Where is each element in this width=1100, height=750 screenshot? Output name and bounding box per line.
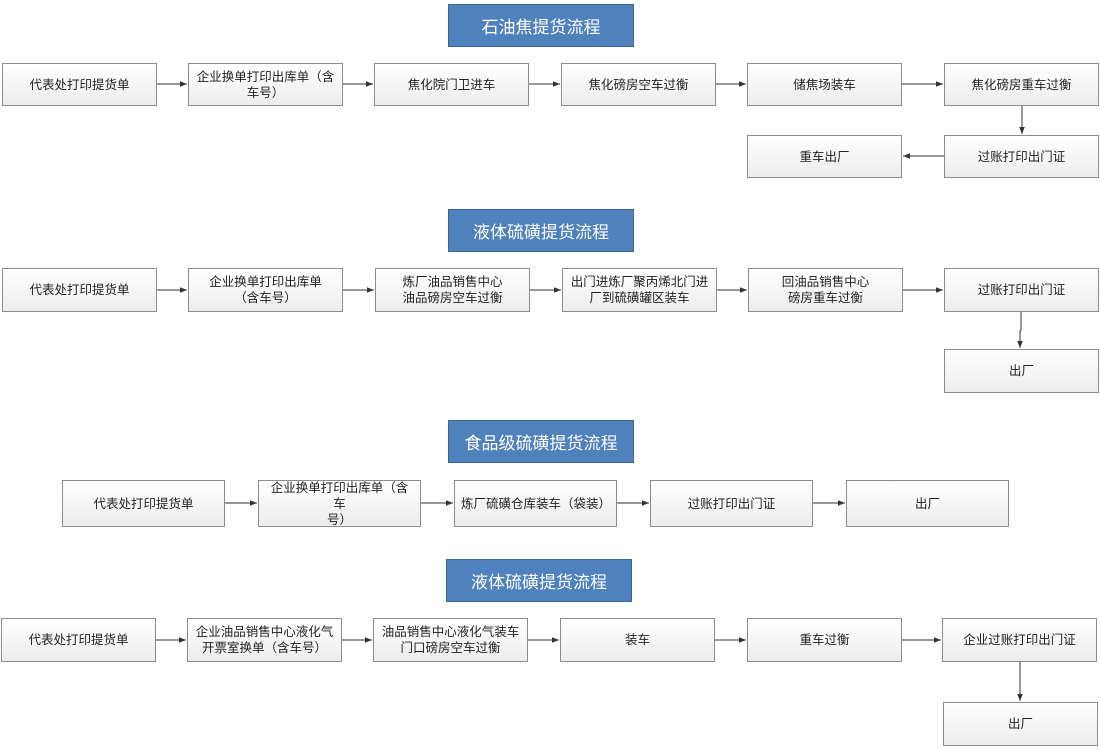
flow-2-step-2: 企业换单打印出库单 （含车号） xyxy=(188,268,343,312)
flow-2-arrow-6 xyxy=(1017,312,1023,348)
flow-2-step-7: 出厂 xyxy=(944,349,1099,393)
flow-1-step-6-label: 焦化磅房重车过衡 xyxy=(971,76,1072,92)
flow-2-step-1: 代表处打印提货单 xyxy=(2,268,157,312)
flow-4-step-1: 代表处打印提货单 xyxy=(1,618,156,662)
flow-4-step-4-label: 装车 xyxy=(624,632,650,647)
flow-2-step-7-label: 出厂 xyxy=(1008,363,1034,378)
flow-4-step-2-label: 企业油品销售中心液化气 开票室换单（含车号） xyxy=(195,624,334,655)
flow-1-step-7: 过账打印出门证 xyxy=(944,135,1099,178)
flow-3-step-5: 出厂 xyxy=(846,480,1009,527)
flow-3-step-5-label: 出厂 xyxy=(914,495,940,511)
flow-4-step-1-label: 代表处打印提货单 xyxy=(28,632,129,647)
flow-1-step-2-label: 企业换单打印出库单（含 车号） xyxy=(196,68,335,100)
flow-1-title: 石油焦提货流程 xyxy=(448,4,634,47)
flow-1-step-8: 重车出厂 xyxy=(747,135,902,178)
flow-1-step-2: 企业换单打印出库单（含 车号） xyxy=(188,63,343,106)
flow-3-step-4: 过账打印出门证 xyxy=(650,480,813,527)
flow-2-step-3: 炼厂油品销售中心 油品磅房空车过衡 xyxy=(375,268,530,312)
flow-2-title: 液体硫磺提货流程 xyxy=(448,209,634,252)
flow-2-step-5-label: 回油品销售中心 磅房重车过衡 xyxy=(781,274,870,305)
flow-3-step-1-label: 代表处打印提货单 xyxy=(93,495,194,511)
flow-4-step-6: 企业过账打印出门证 xyxy=(942,618,1097,662)
flow-4-step-5: 重车过衡 xyxy=(747,618,902,662)
flow-4-title: 液体硫磺提货流程 xyxy=(446,559,632,602)
flow-4-step-7: 出厂 xyxy=(943,702,1098,746)
flow-4-step-6-label: 企业过账打印出门证 xyxy=(963,632,1076,647)
flow-1-step-3: 焦化院门卫进车 xyxy=(374,63,529,106)
flow-3-step-4-label: 过账打印出门证 xyxy=(687,495,776,511)
flow-2-step-3-label: 炼厂油品销售中心 油品磅房空车过衡 xyxy=(402,274,503,305)
flow-2-step-5: 回油品销售中心 磅房重车过衡 xyxy=(748,268,903,312)
flow-1-step-7-label: 过账打印出门证 xyxy=(977,148,1066,164)
flow-1-step-3-label: 焦化院门卫进车 xyxy=(407,76,496,92)
flow-4-step-2: 企业油品销售中心液化气 开票室换单（含车号） xyxy=(187,618,342,662)
flow-1-step-1-label: 代表处打印提货单 xyxy=(29,76,130,92)
flow-4-step-3-label: 油品销售中心液化气装车 门口磅房空车过衡 xyxy=(381,624,520,655)
flow-3-step-1: 代表处打印提货单 xyxy=(62,480,225,527)
flow-4-step-3: 油品销售中心液化气装车 门口磅房空车过衡 xyxy=(373,618,528,662)
flow-4-step-5-label: 重车过衡 xyxy=(799,632,850,647)
flow-2-step-4-label: 出门进炼厂聚丙烯北门进 厂到硫磺罐区装车 xyxy=(570,274,709,305)
flow-1-step-4-label: 焦化磅房空车过衡 xyxy=(588,76,689,92)
flow-2-step-2-label: 企业换单打印出库单 （含车号） xyxy=(209,274,322,305)
flow-3-step-3: 炼厂硫磺仓库装车（袋装） xyxy=(454,480,617,527)
flow-2-step-4: 出门进炼厂聚丙烯北门进 厂到硫磺罐区装车 xyxy=(562,268,717,312)
flow-2-step-1-label: 代表处打印提货单 xyxy=(29,282,130,297)
flow-2-step-6-label: 过账打印出门证 xyxy=(977,282,1066,297)
flow-1-step-1: 代表处打印提货单 xyxy=(2,63,157,106)
flow-4-step-4: 装车 xyxy=(560,618,715,662)
flow-2-step-6: 过账打印出门证 xyxy=(944,268,1099,312)
flow-3-title: 食品级硫磺提货流程 xyxy=(448,420,634,463)
flow-1-step-4: 焦化磅房空车过衡 xyxy=(561,63,716,106)
flow-1-step-5-label: 储焦场装车 xyxy=(793,76,856,92)
flow-1-step-8-label: 重车出厂 xyxy=(799,148,850,164)
flow-3-step-2-label: 企业换单打印出库单（含车 号） xyxy=(270,479,409,527)
flow-1-step-5: 储焦场装车 xyxy=(747,63,902,106)
flow-4-step-7-label: 出厂 xyxy=(1007,716,1033,731)
flow-3-step-3-label: 炼厂硫磺仓库装车（袋装） xyxy=(461,495,612,511)
flow-1-step-6: 焦化磅房重车过衡 xyxy=(944,63,1099,106)
flow-3-step-2: 企业换单打印出库单（含车 号） xyxy=(258,480,421,527)
